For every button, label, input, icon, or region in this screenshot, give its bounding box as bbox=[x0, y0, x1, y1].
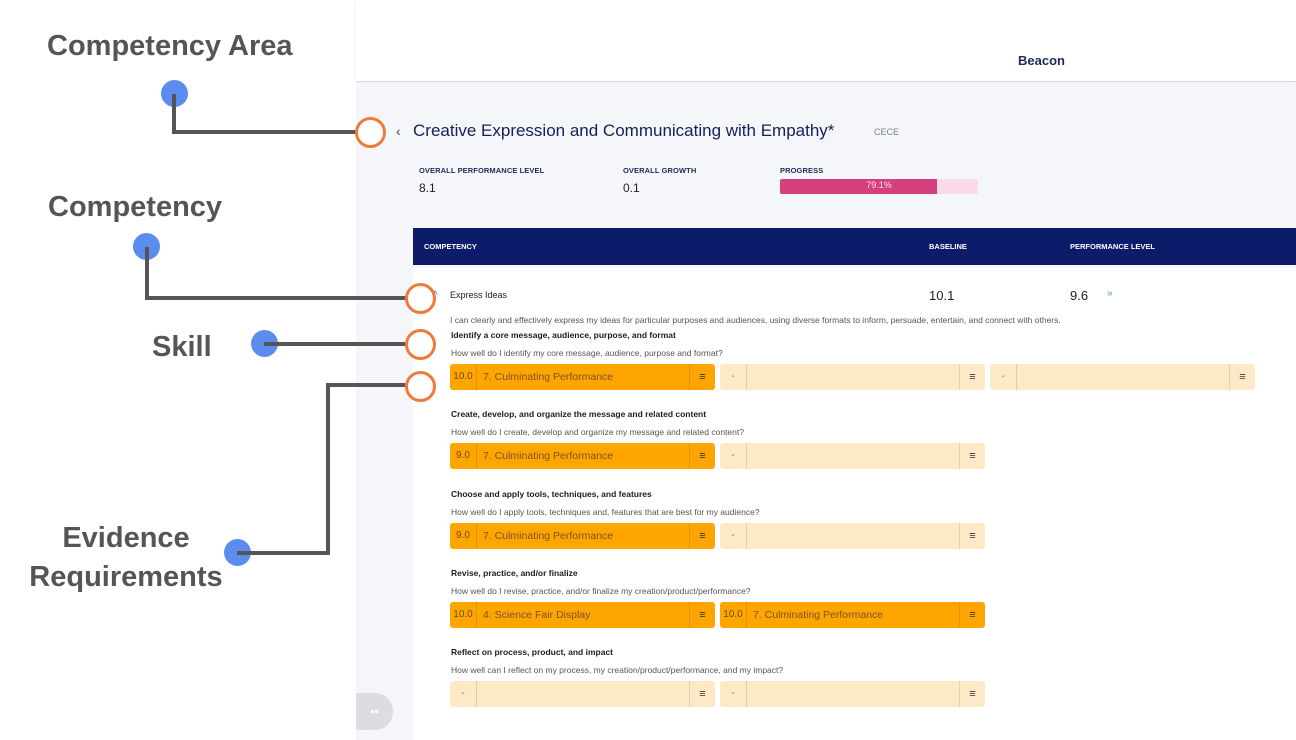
list-menu-icon[interactable]: ≡ bbox=[689, 443, 715, 469]
grid-icon[interactable]: ▪▪ bbox=[356, 693, 393, 730]
evidence-score: 9.0 bbox=[450, 523, 477, 549]
annotation-evidence-label: Evidence Requirements bbox=[24, 519, 228, 597]
list-menu-icon[interactable]: ≡ bbox=[959, 681, 985, 707]
evidence-slot[interactable]: 9.0 7. Culminating Performance ≡ bbox=[450, 523, 715, 549]
main-content: ‹ Creative Expression and Communicating … bbox=[356, 83, 1296, 740]
skill-question: How well can I reflect on my process, my… bbox=[451, 665, 784, 675]
connector-line bbox=[264, 342, 408, 346]
list-menu-icon[interactable]: ≡ bbox=[689, 681, 715, 707]
competency-description: I can clearly and effectively express my… bbox=[450, 315, 1061, 325]
evidence-score: - bbox=[720, 523, 747, 549]
evidence-slot[interactable]: -≡ bbox=[720, 364, 985, 390]
evidence-slot[interactable]: -≡ bbox=[990, 364, 1255, 390]
evidence-name: 4. Science Fair Display bbox=[483, 609, 591, 621]
evidence-slot[interactable]: 10.0 7. Culminating Performance ≡ bbox=[720, 602, 985, 628]
progress-percent: 79.1% bbox=[866, 180, 892, 190]
evidence-name: 7. Culminating Performance bbox=[483, 530, 614, 542]
skill-title: Revise, practice, and/or finalize bbox=[451, 568, 578, 578]
list-menu-icon[interactable]: ≡ bbox=[689, 523, 715, 549]
brand-name[interactable]: Beacon bbox=[1018, 53, 1065, 68]
list-menu-icon[interactable]: ≡ bbox=[689, 364, 715, 390]
connector-line bbox=[172, 130, 358, 134]
evidence-name: 7. Culminating Performance bbox=[753, 609, 884, 621]
progress-bar: 79.1% bbox=[780, 179, 978, 194]
list-menu-icon[interactable]: ≡ bbox=[959, 364, 985, 390]
skill-title: Reflect on process, product, and impact bbox=[451, 647, 614, 657]
connector-line bbox=[145, 247, 149, 299]
skill-question: How well do I create, develop and organi… bbox=[451, 427, 744, 437]
connector-line bbox=[326, 383, 330, 555]
evidence-slot[interactable]: -≡ bbox=[720, 443, 985, 469]
competency-area-title: Creative Expression and Communicating wi… bbox=[413, 121, 835, 140]
evidence-slot[interactable]: 10.0 7. Culminating Performance ≡ bbox=[450, 364, 715, 390]
competency-area-code: CECE bbox=[874, 127, 900, 137]
connector-line bbox=[145, 296, 407, 300]
chevron-left-icon[interactable]: ‹ bbox=[396, 123, 401, 139]
overall-growth-label: OVERALL GROWTH bbox=[623, 166, 697, 175]
competency-performance-level: 9.6 bbox=[1070, 288, 1089, 303]
competency-table-header: COMPETENCY BASELINE PERFORMANCE LEVEL bbox=[413, 228, 1296, 265]
annotation-competency-label: Competency bbox=[48, 191, 223, 223]
skill-question: How well do I apply tools, techniques an… bbox=[451, 507, 760, 517]
skill-question: How well do I revise, practice, and/or f… bbox=[451, 586, 751, 596]
connector-line bbox=[326, 383, 408, 387]
evidence-name: 7. Culminating Performance bbox=[483, 371, 614, 383]
evidence-slot[interactable]: -≡ bbox=[450, 681, 715, 707]
annotation-ring-competency-area bbox=[355, 117, 386, 148]
evidence-score: - bbox=[720, 364, 747, 390]
evidence-score: 9.0 bbox=[450, 443, 477, 469]
skill-title: Identify a core message, audience, purpo… bbox=[451, 330, 676, 340]
annotation-ring-evidence bbox=[405, 371, 436, 402]
double-chevron-up-icon: » bbox=[1107, 288, 1113, 299]
evidence-score: 10.0 bbox=[720, 602, 747, 628]
evidence-score: - bbox=[720, 443, 747, 469]
list-menu-icon[interactable]: ≡ bbox=[959, 602, 985, 628]
connector-line bbox=[172, 94, 176, 132]
annotation-ring-skill bbox=[405, 329, 436, 360]
annotation-competency-area-label: Competency Area bbox=[47, 30, 293, 62]
header-baseline: BASELINE bbox=[929, 242, 967, 251]
connector-line bbox=[237, 551, 330, 555]
evidence-score: - bbox=[450, 681, 477, 707]
annotation-evidence-line2: Requirements bbox=[29, 561, 223, 593]
header-performance-level: PERFORMANCE LEVEL bbox=[1070, 242, 1156, 251]
list-menu-icon[interactable]: ≡ bbox=[959, 443, 985, 469]
evidence-score: 10.0 bbox=[450, 602, 477, 628]
competency-table-body: ^ Express Ideas 10.1 9.6 » I can clearly… bbox=[413, 268, 1296, 740]
evidence-score: 10.0 bbox=[450, 364, 477, 390]
annotation-ring-competency bbox=[405, 283, 436, 314]
evidence-slot[interactable]: -≡ bbox=[720, 523, 985, 549]
top-bar: Beacon bbox=[356, 0, 1296, 82]
skill-title: Create, develop, and organize the messag… bbox=[451, 409, 707, 419]
list-menu-icon[interactable]: ≡ bbox=[1229, 364, 1255, 390]
evidence-slot[interactable]: 10.0 4. Science Fair Display ≡ bbox=[450, 602, 715, 628]
evidence-slot[interactable]: -≡ bbox=[720, 681, 985, 707]
list-menu-icon[interactable]: ≡ bbox=[689, 602, 715, 628]
overall-growth-value: 0.1 bbox=[623, 181, 640, 195]
list-menu-icon[interactable]: ≡ bbox=[959, 523, 985, 549]
competency-baseline: 10.1 bbox=[929, 288, 955, 303]
evidence-name: 7. Culminating Performance bbox=[483, 450, 614, 462]
evidence-slot[interactable]: 9.0 7. Culminating Performance ≡ bbox=[450, 443, 715, 469]
overall-performance-value: 8.1 bbox=[419, 181, 436, 195]
evidence-score: - bbox=[720, 681, 747, 707]
skill-question: How well do I identify my core message, … bbox=[451, 348, 723, 358]
skill-title: Choose and apply tools, techniques, and … bbox=[451, 489, 652, 499]
annotation-evidence-line1: Evidence bbox=[62, 522, 190, 554]
competency-name[interactable]: Express Ideas bbox=[450, 290, 508, 300]
progress-label: PROGRESS bbox=[780, 166, 824, 175]
evidence-score: - bbox=[990, 364, 1017, 390]
beacon-app-window: Beacon ‹ Creative Expression and Communi… bbox=[356, 0, 1296, 740]
overall-performance-label: OVERALL PERFORMANCE LEVEL bbox=[419, 166, 545, 175]
progress-bar-fill bbox=[780, 179, 937, 194]
header-competency: COMPETENCY bbox=[424, 242, 477, 251]
annotation-skill-label: Skill bbox=[152, 331, 212, 363]
